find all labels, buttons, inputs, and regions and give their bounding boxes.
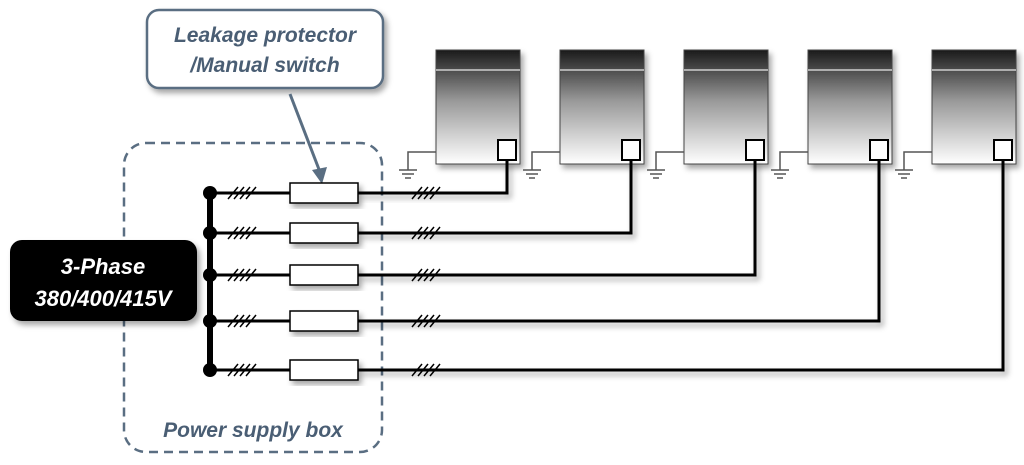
ground-wire <box>903 151 932 170</box>
ground-icon <box>399 169 417 179</box>
phase-marks-input <box>227 363 257 377</box>
unit-terminal <box>497 139 517 161</box>
callout-arrow-head <box>312 167 327 184</box>
unit-terminal <box>993 139 1013 161</box>
phase-marks-output <box>411 268 441 282</box>
unit-terminal <box>745 139 765 161</box>
output-wire <box>358 160 633 235</box>
source-label-line2: 380/400/415V <box>34 286 173 311</box>
phase-marks-input <box>227 314 257 328</box>
ground-icon <box>895 169 913 179</box>
power-supply-box-outline <box>122 141 384 454</box>
circuit-4 <box>203 160 881 332</box>
source-label-line1: 3-Phase <box>61 254 145 279</box>
circuit-2 <box>203 160 633 244</box>
breaker <box>289 182 359 204</box>
circuits-group <box>203 160 1005 381</box>
unit-terminal <box>621 139 641 161</box>
circuit-3 <box>203 160 757 286</box>
ground-wire <box>531 151 560 170</box>
unit-5 <box>895 49 1017 179</box>
leakage-protector-callout: Leakage protector /Manual switch <box>145 8 385 184</box>
three-phase-source: 3-Phase 380/400/415V <box>10 240 197 321</box>
ground-wire <box>407 151 436 170</box>
callout-arrow <box>288 93 322 173</box>
source-box <box>10 240 197 321</box>
phase-marks-input <box>227 226 257 240</box>
unit-terminal <box>869 139 889 161</box>
output-wire <box>358 160 1005 372</box>
output-wire <box>358 160 757 277</box>
ground-wire <box>779 151 808 170</box>
phase-marks-input <box>227 186 257 200</box>
unit-1 <box>399 49 521 179</box>
unit-3 <box>647 49 769 179</box>
phase-marks-input <box>227 268 257 282</box>
breaker <box>289 359 359 381</box>
unit-2 <box>523 49 645 179</box>
callout-label-line1: Leakage protector <box>174 24 358 47</box>
phase-marks-output <box>411 186 441 200</box>
callout-box <box>145 8 385 90</box>
output-wire <box>358 160 509 195</box>
ground-wire <box>655 151 684 170</box>
phase-marks-output <box>411 314 441 328</box>
phase-marks-output <box>411 226 441 240</box>
unit-4 <box>771 49 893 179</box>
power-supply-box-label: Power supply box <box>163 419 344 442</box>
units-group <box>399 49 1017 179</box>
ground-icon <box>771 169 789 179</box>
output-wire <box>358 160 881 323</box>
breaker <box>289 310 359 332</box>
ground-icon <box>523 169 541 179</box>
circuit-1 <box>203 160 509 204</box>
power-supply-box: Power supply box <box>122 141 384 454</box>
ground-icon <box>647 169 665 179</box>
breaker <box>289 222 359 244</box>
breaker <box>289 264 359 286</box>
phase-marks-output <box>411 363 441 377</box>
callout-label-line2: /Manual switch <box>189 54 339 77</box>
